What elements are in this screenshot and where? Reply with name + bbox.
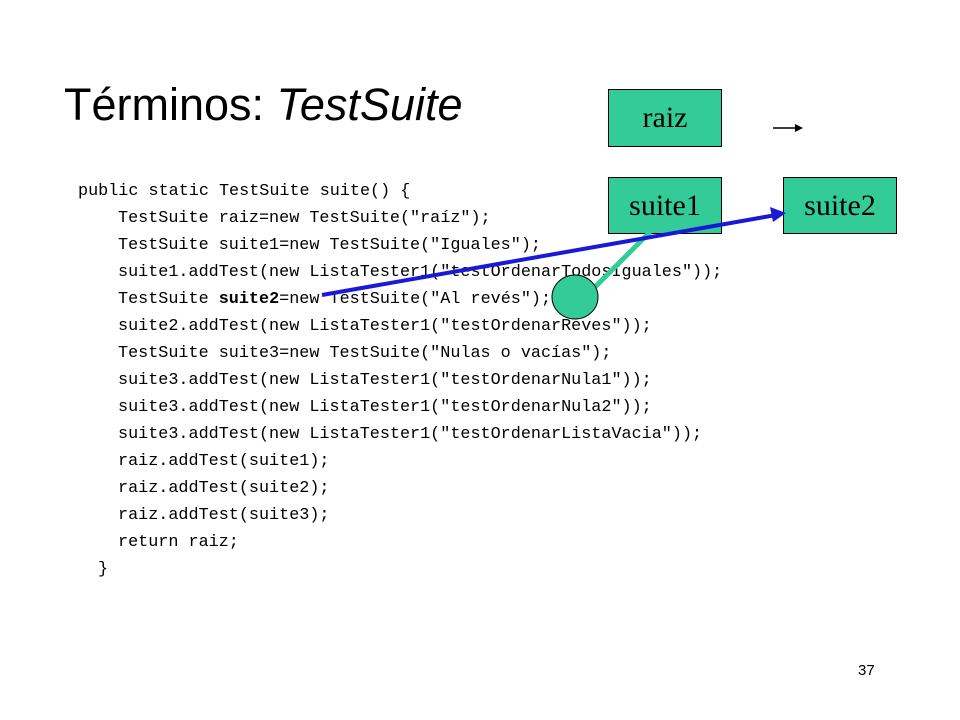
code-line-text: TestSuite <box>118 290 219 309</box>
green-connector <box>584 230 652 298</box>
node-suite1: suite1 <box>608 177 722 234</box>
code-line: } <box>98 560 109 579</box>
blue-arrowhead <box>770 207 786 222</box>
code-line-bold: suite2 <box>218 290 280 309</box>
code-line: public static TestSuite suite() { <box>78 182 411 201</box>
code-line: TestSuite suite2=new TestSuite("Al revés… <box>78 286 722 313</box>
code-line: TestSuite suite1=new TestSuite("Iguales"… <box>118 236 541 255</box>
page-number: 37 <box>858 662 875 679</box>
title-prefix: Términos: <box>64 79 277 130</box>
node-suite1-label: suite1 <box>629 188 701 222</box>
code-line: return raiz; <box>118 533 239 552</box>
suite2-marker-circle <box>551 274 599 320</box>
code-line: TestSuite raiz=new TestSuite("raíz"); <box>118 209 491 228</box>
code-block: public static TestSuite suite() { TestSui… <box>78 178 722 583</box>
code-line-text: =new TestSuite("Al revés"); <box>279 290 552 309</box>
node-suite2-label: suite2 <box>804 188 876 222</box>
blue-arrow-line <box>321 213 777 297</box>
code-line: suite3.addTest(new ListaTester1("testOrd… <box>118 398 652 417</box>
node-raiz: raiz <box>608 89 722 147</box>
code-line: suite3.addTest(new ListaTester1("testOrd… <box>118 371 652 390</box>
node-raiz-label: raiz <box>642 101 688 134</box>
code-line: raiz.addTest(suite1); <box>118 452 330 471</box>
node-suite2: suite2 <box>783 177 897 234</box>
code-line: raiz.addTest(suite2); <box>118 479 330 498</box>
code-line: raiz.addTest(suite3); <box>118 506 330 525</box>
small-arrowhead <box>795 124 803 132</box>
code-line: suite3.addTest(new ListaTester1("testOrd… <box>118 425 703 444</box>
code-line: TestSuite suite3=new TestSuite("Nulas o … <box>118 344 612 363</box>
slide-title: Términos: TestSuite <box>64 80 463 130</box>
code-line: suite2.addTest(new ListaTester1("testOrd… <box>118 317 652 336</box>
title-italic: TestSuite <box>276 79 463 130</box>
